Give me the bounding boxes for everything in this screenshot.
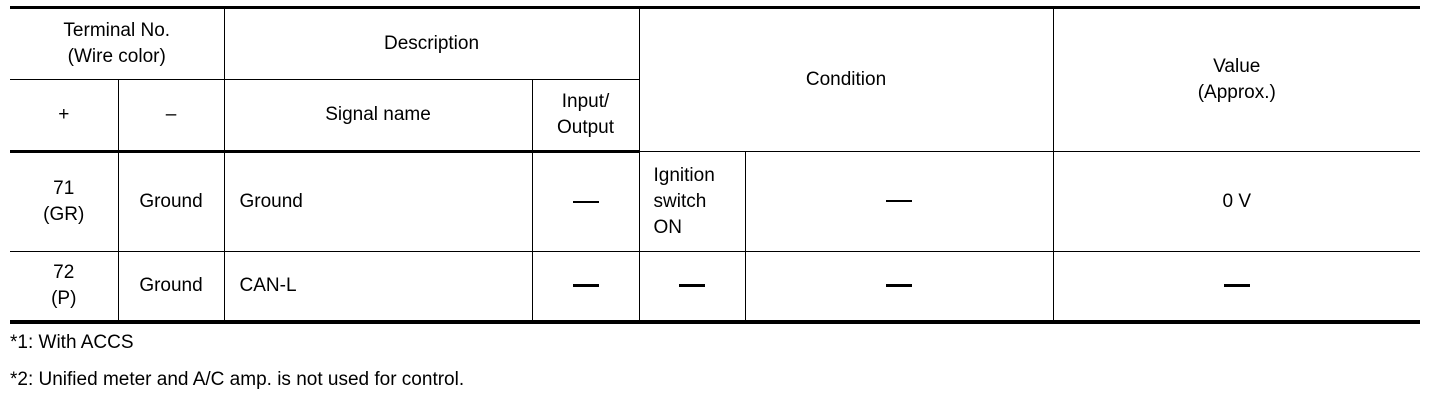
signal-name-cell: Ground	[223, 151, 533, 252]
header-row-1: Terminal No. (Wire color) Description Co…	[10, 6, 1421, 152]
dash-mark	[572, 200, 599, 203]
condition-state-cell	[638, 251, 746, 324]
io-cell	[531, 151, 640, 252]
value-cell	[1052, 251, 1421, 324]
io-cell	[531, 251, 640, 324]
header-signal-name: Signal name	[223, 79, 533, 153]
header-plus: +	[10, 79, 119, 153]
dash-mark	[572, 284, 599, 288]
minus-cell: Ground	[117, 151, 225, 252]
header-description: Description	[223, 6, 640, 80]
header-value: Value (Approx.)	[1052, 6, 1421, 152]
header-condition: Condition	[638, 6, 1054, 152]
signal-name-cell: CAN-L	[223, 251, 533, 324]
terminal-cell: 71 (GR)	[10, 151, 119, 252]
condition-detail-cell	[744, 151, 1054, 252]
table-row: 72 (P) Ground CAN-L	[10, 251, 1421, 324]
footnote: *2: Unified meter and A/C amp. is not us…	[10, 369, 465, 390]
header-minus: –	[117, 79, 225, 153]
dash-mark	[886, 284, 913, 288]
terminal-cell: 72 (P)	[10, 251, 119, 324]
header-row-2: + – Signal name Input/ Output	[10, 79, 1420, 153]
header-terminal-no: Terminal No. (Wire color)	[10, 6, 225, 80]
footnote: *1: With ACCS	[10, 332, 134, 353]
table-row: 71 (GR) Ground Ground Ignition switch ON…	[10, 151, 1421, 252]
condition-state-cell: Ignition switch ON	[638, 151, 746, 252]
dash-mark	[1223, 284, 1250, 288]
minus-cell: Ground	[117, 251, 225, 324]
dash-mark	[679, 284, 706, 288]
footnotes: *1: With ACCS *2: Unified meter and A/C …	[10, 330, 464, 404]
dash-mark	[886, 200, 913, 203]
value-cell: 0 V	[1052, 151, 1421, 252]
header-input-output: Input/ Output	[531, 79, 640, 153]
terminal-spec-table: Terminal No. (Wire color) Description Co…	[10, 6, 1421, 324]
condition-detail-cell	[744, 251, 1054, 324]
